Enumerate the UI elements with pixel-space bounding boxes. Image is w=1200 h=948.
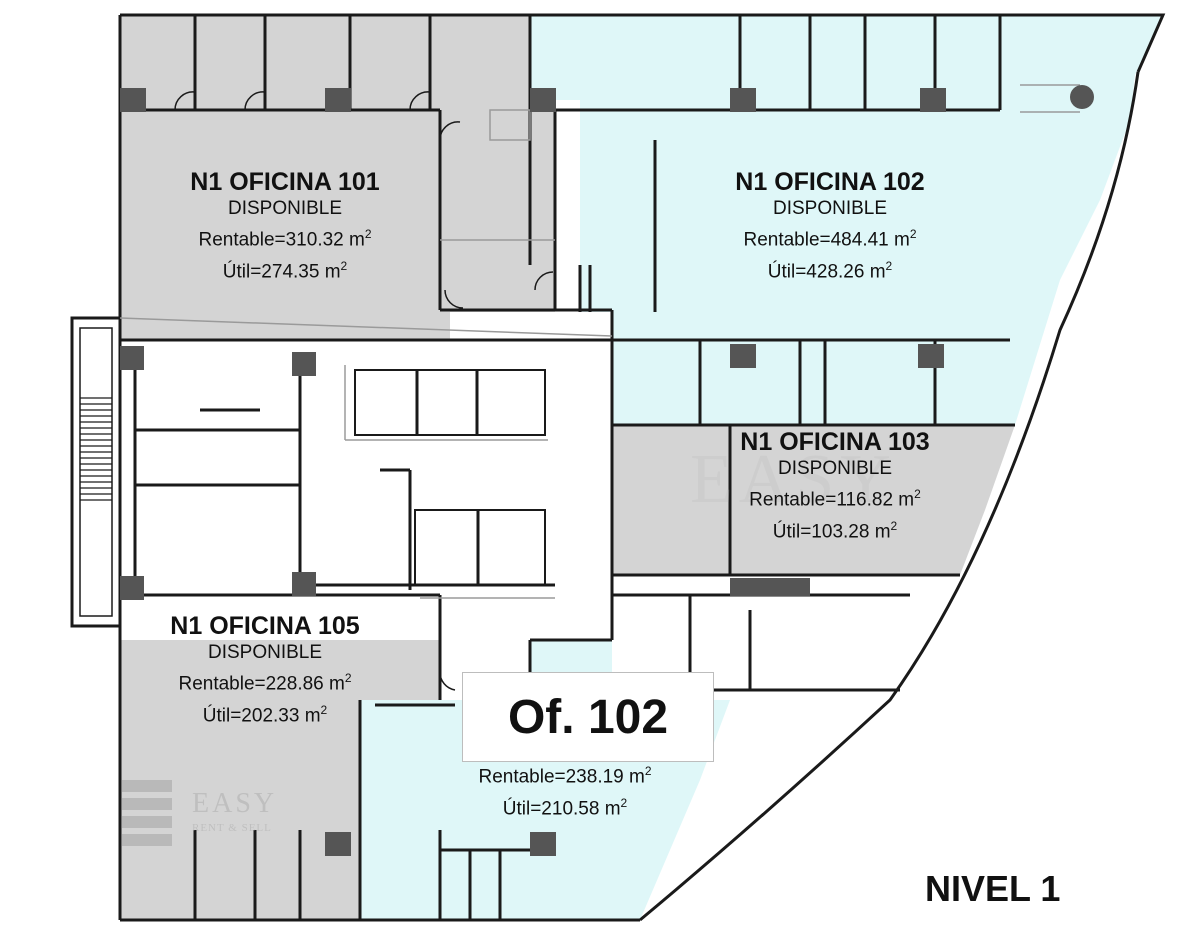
office-103-title: N1 OFICINA 103 (740, 428, 930, 456)
building-logo-icon (122, 780, 172, 846)
office-105-title: N1 OFICINA 105 (170, 612, 360, 640)
office-101-status: DISPONIBLE (227, 198, 343, 219)
office-callout: Of. 102 (462, 672, 714, 762)
office-102-util: Útil=428.26 m2 (767, 259, 893, 283)
office-103-util: Útil=103.28 m2 (772, 519, 898, 543)
level-label: NIVEL 1 (925, 868, 1061, 909)
office-105-label[interactable]: N1 OFICINA 105 DISPONIBLE Rentable=228.8… (110, 611, 420, 730)
office-103-rentable: Rentable=116.82 m2 (749, 487, 921, 511)
office-101-title: N1 OFICINA 101 (190, 168, 380, 196)
office-103-status: DISPONIBLE (777, 458, 893, 479)
watermark-tagline: RENT & SELL (192, 822, 272, 834)
watermark-center: EASY (690, 441, 897, 518)
office-102-rentable: Rentable=484.41 m2 (743, 227, 917, 251)
office-102-title: N1 OFICINA 102 (735, 168, 925, 196)
office-105-rentable: Rentable=228.86 m2 (178, 671, 352, 695)
office-101-rentable: Rentable=310.32 m2 (198, 227, 372, 251)
office-104-util: Útil=210.58 m2 (502, 796, 628, 820)
office-101-util: Útil=274.35 m2 (222, 259, 348, 283)
office-101-label[interactable]: N1 OFICINA 101 DISPONIBLE Rentable=310.3… (120, 167, 450, 286)
office-103-label[interactable]: N1 OFICINA 103 DISPONIBLE Rentable=116.8… (700, 427, 970, 546)
office-104-label[interactable]: Rentable=238.19 m2 Útil=210.58 m2 (440, 758, 690, 823)
office-102-label[interactable]: N1 OFICINA 102 DISPONIBLE Rentable=484.4… (660, 167, 1000, 286)
zone-office-103 (612, 425, 1015, 575)
zone-south-east (612, 575, 960, 700)
zone-core (120, 340, 612, 640)
watermark-brand: EASY (192, 788, 278, 819)
office-105-status: DISPONIBLE (207, 642, 323, 663)
zone-office-101 (120, 15, 555, 340)
office-102-status: DISPONIBLE (772, 198, 888, 219)
office-105-util: Útil=202.33 m2 (202, 703, 328, 727)
office-104-rentable: Rentable=238.19 m2 (478, 764, 652, 788)
easy-watermark: EASY RENT & SELL (112, 770, 302, 860)
